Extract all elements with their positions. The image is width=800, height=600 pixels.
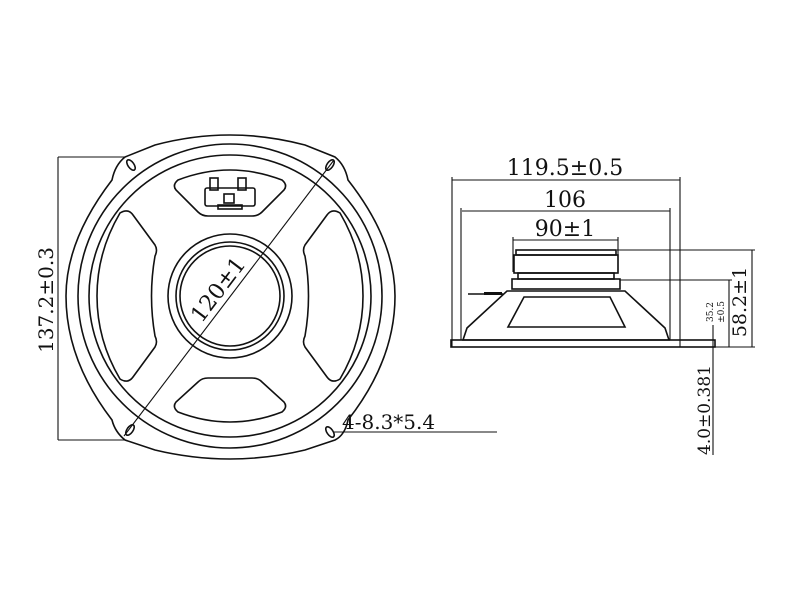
front-view: 137.2±0.3 120±1 4-8.3*5.4 — [34, 134, 497, 460]
inner-ring — [88, 154, 372, 438]
window-top — [173, 169, 287, 217]
magnet-inner — [179, 245, 281, 347]
frame-width-dim: 106 — [544, 188, 586, 213]
magnet-outer — [167, 233, 293, 359]
mount-depth-tol: ±0.5 — [717, 301, 727, 323]
mount-depth-dim: 35.2 — [706, 302, 716, 322]
magnet-width-dim: 90±1 — [535, 217, 595, 242]
diameter-line — [123, 159, 335, 437]
frame-ring — [77, 143, 383, 449]
side-view: 119.5±0.5 106 90±1 58.2±1 35.2 ±0.5 — [450, 156, 755, 455]
terminal-icon — [204, 177, 256, 210]
speaker-profile — [450, 249, 716, 348]
window-left — [96, 210, 158, 382]
window-right — [302, 210, 364, 382]
flange-thickness-dim: 4.0±0.381 — [695, 365, 715, 455]
outer-frame — [65, 134, 396, 460]
magnet-mid — [175, 241, 285, 351]
window-bottom — [173, 377, 287, 423]
diameter-dim: 120±1 — [186, 253, 251, 327]
holes-dim: 4-8.3*5.4 — [342, 410, 435, 434]
total-depth-dim: 58.2±1 — [729, 267, 751, 337]
height-dim: 137.2±0.3 — [34, 247, 58, 353]
overall-width-dim: 119.5±0.5 — [507, 156, 623, 181]
mount-holes — [124, 158, 336, 439]
